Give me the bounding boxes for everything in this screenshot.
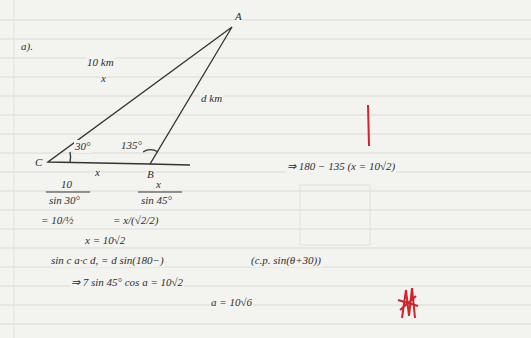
handwritten-note: sin c a·c d, = d sin(180−) bbox=[50, 254, 165, 267]
ruled-line bbox=[0, 58, 531, 59]
ruled-line bbox=[0, 191, 531, 192]
ruled-line bbox=[0, 305, 531, 306]
handwritten-note: 10 km bbox=[86, 56, 115, 69]
ruled-lines bbox=[0, 20, 531, 324]
faint-pencil-square bbox=[300, 185, 370, 245]
handwritten-note: ⇒ 7 sin 45° cos a = 10√2 bbox=[70, 276, 184, 289]
ruled-line bbox=[0, 96, 531, 97]
triangle bbox=[48, 27, 232, 165]
handwritten-note: = x/(√2/2) bbox=[112, 214, 160, 227]
ruled-line bbox=[0, 39, 531, 40]
base-extension bbox=[150, 164, 190, 165]
fraction-bars bbox=[46, 192, 182, 193]
ruled-line bbox=[0, 229, 531, 230]
handwritten-note: 30° bbox=[74, 140, 91, 153]
handwritten-note: sin 30° bbox=[48, 194, 81, 207]
handwritten-note: x bbox=[100, 72, 107, 85]
ruled-line bbox=[0, 77, 531, 78]
fraction-bar bbox=[138, 192, 182, 193]
margin-line bbox=[14, 0, 15, 338]
handwritten-note: a = 10√6 bbox=[210, 296, 253, 309]
red-stroke bbox=[368, 105, 369, 146]
triangle-outline bbox=[48, 27, 232, 164]
handwritten-note: C bbox=[34, 156, 43, 169]
handwritten-note: = 10/½ bbox=[40, 214, 74, 227]
handwritten-note: B bbox=[146, 168, 155, 181]
handwritten-note: x bbox=[155, 178, 162, 191]
ruled-line bbox=[0, 324, 531, 325]
fraction-bar bbox=[46, 192, 90, 193]
handwritten-note: 135° bbox=[120, 139, 143, 152]
angle-arc bbox=[143, 150, 158, 152]
red-scribble bbox=[398, 288, 418, 318]
red-marks bbox=[368, 105, 418, 318]
ruled-line bbox=[0, 248, 531, 249]
handwritten-note: d km bbox=[200, 92, 223, 105]
handwritten-note: ⇒ 180 − 135 (x = 10√2) bbox=[286, 160, 396, 173]
ruled-line bbox=[0, 134, 531, 135]
handwritten-note: (c.p. sin(θ+30)) bbox=[250, 254, 322, 267]
handwritten-note: 10 bbox=[60, 178, 73, 191]
ruled-line bbox=[0, 20, 531, 21]
handwritten-note: x bbox=[94, 166, 101, 179]
ruled-line bbox=[0, 115, 531, 116]
angle-arc bbox=[69, 152, 71, 162]
ruled-line bbox=[0, 210, 531, 211]
handwritten-note: x = 10√2 bbox=[84, 234, 126, 247]
handwritten-note: sin 45° bbox=[140, 194, 173, 207]
handwritten-note: a). bbox=[20, 40, 34, 53]
ruled-line bbox=[0, 172, 531, 173]
handwritten-note: A bbox=[234, 10, 243, 23]
pencil-square bbox=[300, 185, 370, 245]
